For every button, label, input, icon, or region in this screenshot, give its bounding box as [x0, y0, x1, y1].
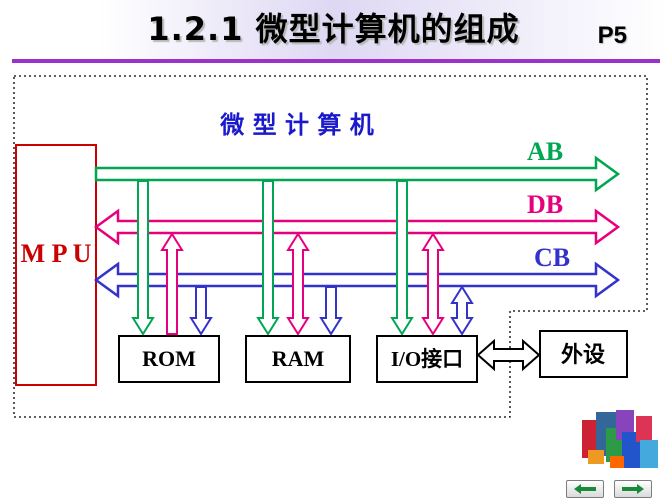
- mpu-box: [15, 144, 97, 386]
- rom-address-link: [131, 180, 155, 336]
- rom-box: [118, 335, 220, 383]
- diagram-caption: 微 型 计 算 机: [219, 111, 373, 139]
- data-bus-arrow: [93, 208, 621, 246]
- header-divider: [12, 59, 660, 63]
- io-data-link: [421, 232, 445, 336]
- slide-header: [0, 0, 667, 62]
- io-interface-box: [376, 335, 478, 383]
- ram-label: RAM: [272, 346, 325, 371]
- control-bus-label: CB: [534, 243, 570, 272]
- decorative-blocks-icon: [582, 410, 658, 468]
- slide-title: 1.2.1 微型计算机的组成: [147, 10, 520, 48]
- rom-label: ROM: [142, 346, 196, 371]
- previous-slide-button[interactable]: [566, 480, 604, 498]
- mpu-label: M P U: [21, 239, 92, 268]
- arrow-right-icon: [622, 484, 644, 494]
- address-bus-label: AB: [527, 137, 563, 166]
- microcomputer-boundary: [13, 75, 648, 418]
- page-number: P5: [597, 22, 627, 49]
- peripheral-link-arrow: [476, 338, 541, 372]
- ram-control-link: [319, 286, 343, 336]
- ram-box: [245, 335, 351, 383]
- ram-address-link: [256, 180, 280, 336]
- arrow-left-icon: [574, 484, 596, 494]
- rom-data-link: [160, 232, 184, 335]
- rom-control-link: [189, 286, 213, 336]
- next-slide-button[interactable]: [614, 480, 652, 498]
- io-interface-label: I/O接口: [391, 347, 463, 371]
- address-bus-arrow: [94, 155, 621, 193]
- io-control-link: [450, 285, 474, 336]
- peripheral-label: 外设: [561, 342, 605, 368]
- ram-data-link: [286, 232, 310, 336]
- data-bus-label: DB: [527, 190, 563, 219]
- io-address-link: [390, 180, 414, 336]
- peripheral-box: [539, 330, 628, 378]
- control-bus-arrow: [93, 261, 621, 299]
